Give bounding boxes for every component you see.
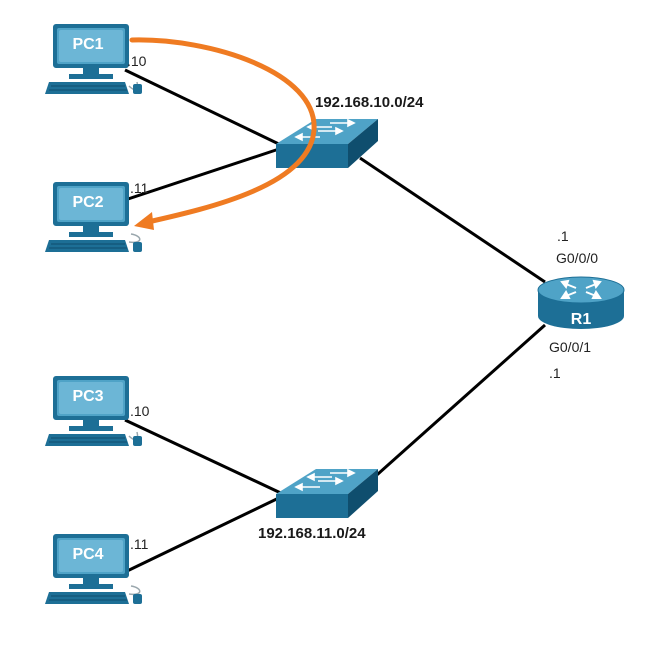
curved-arrow-icon: [129, 37, 317, 230]
r1-g001-interface-label: G0/0/1: [549, 339, 592, 355]
r1-g000-interface-label: G0/0/0: [556, 250, 599, 266]
switch-1-icon[interactable]: [276, 118, 378, 168]
pc3-host-label: .10: [130, 403, 150, 419]
pc1-name: PC1: [72, 36, 104, 53]
pc3-name: PC3: [72, 388, 104, 405]
link-pc2-switch1: [124, 145, 286, 202]
link-switch1-r1: [359, 156, 546, 284]
network-top-label: 192.168.10.0/24: [315, 94, 424, 111]
switch-2-icon[interactable]: [276, 468, 378, 518]
pc4-name: PC4: [72, 546, 104, 563]
links: [124, 68, 546, 574]
link-pc3-switch2: [124, 418, 286, 497]
link-switch2-r1: [359, 323, 546, 492]
router-r1-icon[interactable]: [537, 276, 625, 329]
pc2-icon[interactable]: [45, 181, 143, 253]
r1-g001-host-label: .1: [549, 365, 561, 381]
link-pc4-switch2: [124, 493, 286, 574]
pc2-name: PC2: [72, 194, 104, 211]
pc3-icon[interactable]: [45, 375, 143, 447]
pc4-icon[interactable]: [45, 533, 143, 605]
network-bottom-label: 192.168.11.0/24: [258, 525, 366, 542]
pc4-host-label: .11: [130, 536, 149, 552]
pc2-host-label: .11: [130, 180, 149, 196]
link-pc1-switch1: [124, 68, 286, 149]
pc1-host-label: .10: [127, 53, 147, 69]
r1-g000-host-label: .1: [557, 228, 569, 244]
r1-name: R1: [570, 311, 592, 328]
